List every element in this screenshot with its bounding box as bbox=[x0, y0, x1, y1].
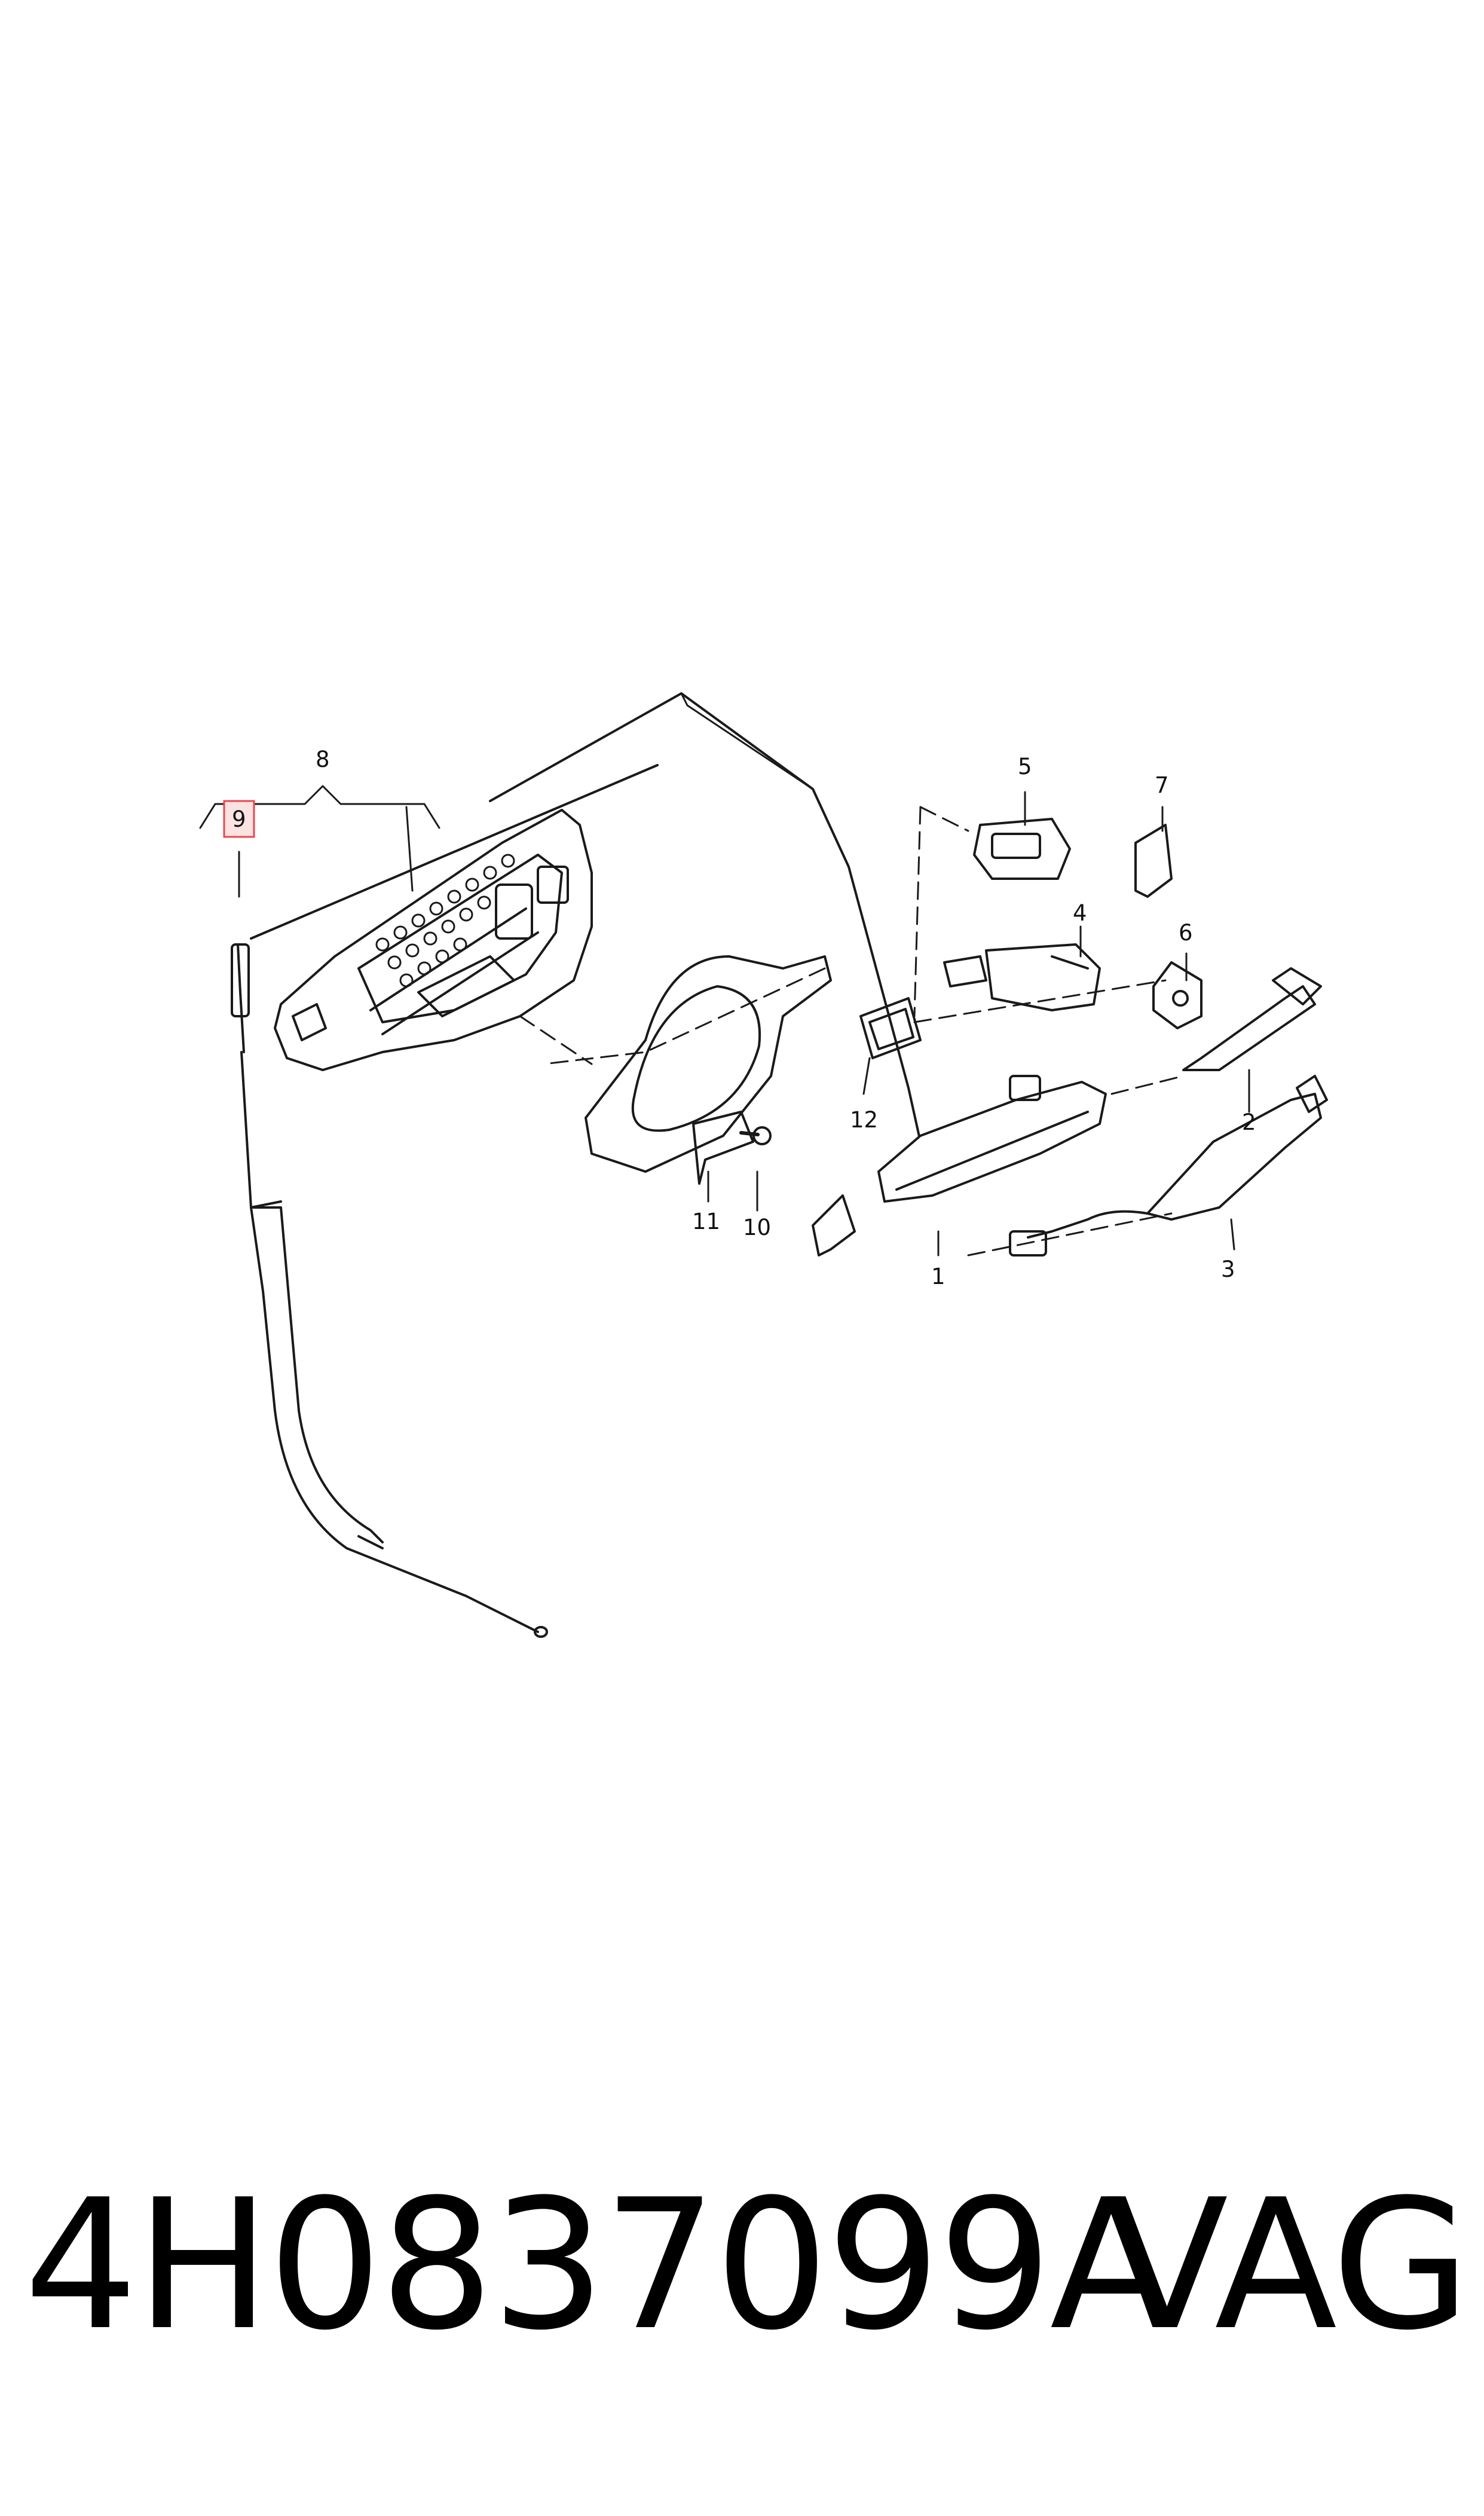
callout-4: 4 bbox=[1073, 900, 1087, 926]
callout-8: 8 bbox=[316, 747, 330, 772]
gasket-12 bbox=[859, 997, 922, 1059]
callout-12: 12 bbox=[850, 1107, 878, 1133]
callout-10: 10 bbox=[743, 1215, 771, 1240]
callout-11: 11 bbox=[692, 1209, 720, 1234]
bowden-cable bbox=[231, 943, 548, 1638]
handle-bezel-cover bbox=[585, 955, 832, 1185]
brand-text: VAG bbox=[1106, 2161, 1470, 2370]
exterior-handle bbox=[812, 1075, 1107, 1257]
callout-labels: 1 2 3 4 5 6 7 8 9 10 11 12 bbox=[232, 747, 1256, 1289]
part-number-text: 4H0837099A bbox=[24, 2161, 1173, 2370]
callout-5: 5 bbox=[1018, 754, 1032, 779]
cap-6 bbox=[1152, 961, 1203, 1029]
seal-strip-2 bbox=[1182, 967, 1322, 1071]
lock-housing bbox=[973, 818, 1071, 880]
callout-3: 3 bbox=[1221, 1257, 1235, 1282]
callout-9-highlight bbox=[223, 800, 255, 838]
exploded-parts-diagram: 1 2 3 4 5 6 7 8 9 10 11 12 bbox=[199, 692, 1328, 1638]
callout-2: 2 bbox=[1242, 1109, 1256, 1135]
handle-carrier-bracket bbox=[274, 809, 593, 1071]
sensor-strip-3 bbox=[1009, 1075, 1328, 1257]
assembly-lines bbox=[519, 806, 1185, 1257]
screw-10 bbox=[739, 1126, 772, 1145]
callout-6: 6 bbox=[1179, 920, 1193, 946]
lock-cylinder bbox=[943, 943, 1101, 1011]
callout-7: 7 bbox=[1155, 772, 1169, 798]
cap-7 bbox=[1134, 824, 1173, 898]
callout-9: 9 bbox=[232, 806, 246, 832]
callout-1: 1 bbox=[931, 1264, 946, 1289]
door-panel-outline bbox=[250, 692, 934, 1197]
leader-lines bbox=[199, 785, 1250, 1257]
